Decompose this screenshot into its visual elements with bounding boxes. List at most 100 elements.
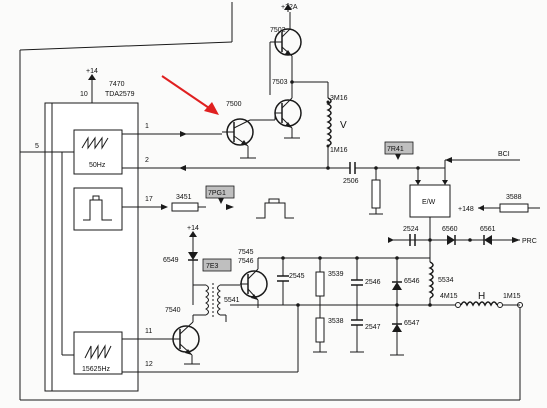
supply-arrow-icon	[189, 231, 197, 237]
capacitor-2506: 2506	[343, 162, 359, 185]
arrow-icon	[161, 204, 168, 210]
resistor-3539	[315, 271, 325, 297]
transistor-7503: 7503	[272, 79, 302, 139]
label-7502: 7502	[270, 27, 286, 34]
label-supply-14b: +14	[187, 225, 199, 232]
transistor-7502: +32A 7502	[270, 3, 302, 66]
label-6546: 6546	[404, 278, 420, 285]
label-bci: BCI	[498, 151, 510, 158]
label-v: V	[340, 120, 347, 131]
red-arrow-icon	[161, 75, 219, 115]
diode-6546: 6546	[392, 278, 420, 290]
label-2546: 2546	[365, 279, 381, 286]
label-5541: 5541	[224, 297, 240, 304]
label-2524: 2524	[403, 226, 419, 233]
ic-pin-11: 11	[145, 328, 152, 335]
arrow-icon	[179, 165, 186, 171]
label-1m15: 1M15	[503, 293, 521, 300]
pulse-icon	[83, 199, 112, 221]
tag-7pg1-text: 7PG1	[208, 190, 226, 197]
ic-pin-10: 10	[80, 91, 88, 98]
label-6561: 6561	[480, 226, 496, 233]
junction-dot	[290, 80, 294, 84]
label-7540: 7540	[165, 307, 181, 314]
label-3538: 3538	[328, 318, 344, 325]
label-2547: 2547	[365, 324, 381, 331]
arrow-icon	[512, 237, 520, 243]
ic-supply-label: +14	[86, 68, 98, 75]
junction-dot	[296, 303, 300, 307]
label-plus148: +148	[458, 206, 474, 213]
capacitor-2545: 2545	[277, 258, 305, 305]
label-2545: 2545	[289, 273, 305, 280]
diode-6561: 6561	[480, 226, 496, 245]
sawtooth-icon	[81, 136, 109, 150]
label-7545: 7545	[238, 249, 254, 256]
junction-dot	[355, 256, 359, 260]
tag-7e3: 7E3	[202, 258, 232, 272]
ew-label: E/W	[422, 199, 436, 206]
junction-dot	[468, 238, 472, 242]
label-1m16: 1M16	[330, 147, 348, 154]
sawtooth-icon	[84, 344, 112, 360]
tag-7pg1: 7PG1	[205, 185, 235, 204]
transistor-7500: 7500	[222, 101, 256, 159]
supply-arrow-icon	[88, 74, 96, 80]
resistor-3588	[499, 203, 529, 213]
resistor-3451	[171, 202, 199, 212]
resistor	[371, 179, 381, 209]
label-5534: 5534	[438, 277, 454, 284]
junction-dot	[281, 256, 285, 260]
label-3588: 3588	[506, 194, 522, 201]
ic-type: TDA2579	[105, 91, 135, 98]
pulse-waveform-icon	[256, 202, 294, 219]
ic-pin-5: 5	[35, 143, 39, 150]
transistor-7545: 7545 7546	[238, 249, 268, 308]
label-7500: 7500	[226, 101, 242, 108]
label-7503: 7503	[272, 79, 288, 86]
label-h: H	[478, 291, 485, 302]
wire-top-border	[19, 41, 233, 51]
arrow-icon	[180, 131, 187, 137]
label-3451: 3451	[176, 194, 192, 201]
block-15625hz-label: 15625Hz	[82, 366, 111, 373]
supply-32a: +32A	[281, 4, 298, 11]
label-4m15: 4M15	[440, 293, 458, 300]
tag-7r41-text: 7R41	[387, 146, 404, 153]
arrow-icon	[445, 157, 452, 163]
ic-tda2579: +14 10 7470 TDA2579 50Hz 15625Hz 5 1 2 1…	[20, 68, 350, 392]
label-6547: 6547	[404, 320, 420, 327]
ic-pin-17: 17	[145, 196, 153, 203]
block-pulse	[73, 187, 123, 231]
diode-6560: 6560	[442, 226, 458, 245]
diode-6547: 6547	[392, 320, 420, 332]
tag-7r41: 7R41	[384, 141, 414, 160]
transformer-5541: 5541	[193, 283, 240, 322]
resistor-3538	[315, 317, 325, 343]
ic-pin-1: 1	[145, 123, 149, 130]
label-2506: 2506	[343, 178, 359, 185]
ic-pin-12: 12	[145, 361, 153, 368]
label-prc: PRC	[522, 238, 537, 245]
capacitor-2546: 2546	[351, 258, 381, 320]
arrow-icon	[478, 205, 484, 211]
transistor-7540: 7540	[165, 307, 200, 365]
ew-block: E/W	[409, 160, 451, 240]
tag-7e3-text: 7E3	[206, 263, 219, 270]
deflection-coil-v: 3M16 1M16 V	[326, 82, 348, 168]
capacitor-2547: 2547	[350, 319, 381, 353]
label-6549: 6549	[163, 257, 179, 264]
capacitor-2524: 2524	[403, 226, 419, 246]
coil-h: 4M15 H 1M15	[430, 291, 523, 308]
junction-dot	[395, 256, 399, 260]
label-3m16: 3M16	[330, 95, 348, 102]
ic-part-number: 7470	[109, 81, 125, 88]
junction-dot	[326, 166, 330, 170]
pulse-notch-icon	[92, 195, 100, 200]
label-7546: 7546	[238, 258, 254, 265]
arrow-icon	[226, 204, 234, 210]
label-3539: 3539	[328, 271, 344, 278]
arrow-icon	[388, 237, 394, 243]
